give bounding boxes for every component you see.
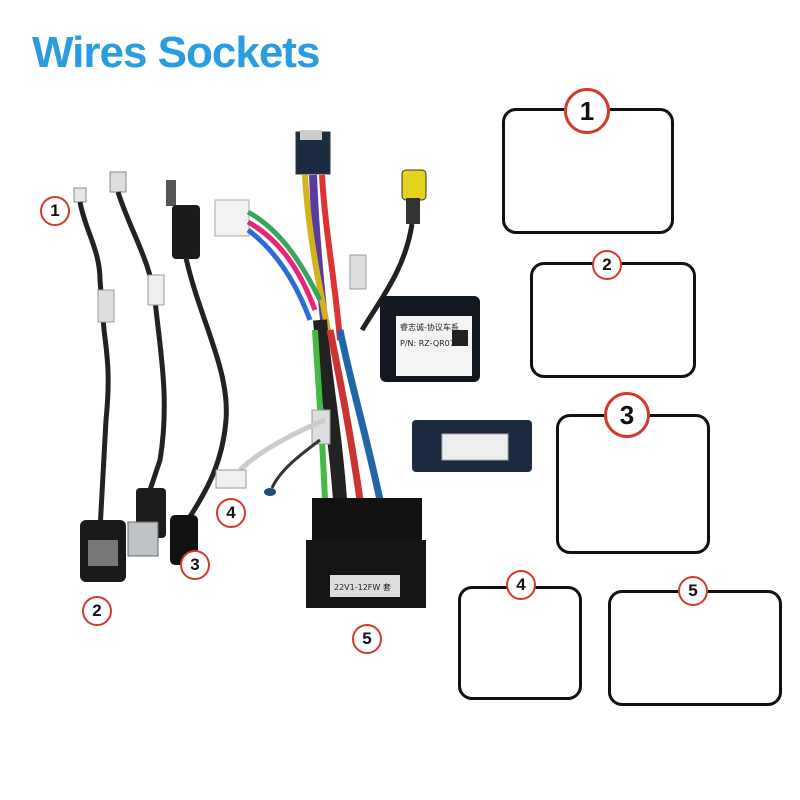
- main-harness: [214, 130, 384, 501]
- label-4: 4: [216, 498, 246, 528]
- box-4-badge: 4: [506, 570, 536, 600]
- box-1-badge: 1: [564, 88, 610, 134]
- page-title: Wires Sockets: [32, 28, 320, 77]
- label-5: 5: [352, 624, 382, 654]
- cable-1: [73, 187, 115, 531]
- detail-box-4: [458, 586, 582, 700]
- detail-box-2: [530, 262, 696, 378]
- rca-yellow-plug: [359, 169, 427, 332]
- module-label-line2: P/N: RZ-QR07: [400, 339, 455, 348]
- decoder-module: 睿志诚-协议车系 P/N: RZ-QR07: [380, 296, 480, 382]
- box-3-badge: 3: [604, 392, 650, 438]
- label-2: 2: [82, 596, 112, 626]
- connector-label: 22V1-12FW 套: [334, 582, 391, 592]
- usb-female-connector: [80, 520, 126, 582]
- label-3: 3: [180, 550, 210, 580]
- main-connector-block: 22V1-12FW 套: [306, 498, 426, 608]
- interface-module: [412, 420, 532, 472]
- cable-usb: [109, 171, 167, 557]
- module-label-line1: 睿志诚-协议车系: [400, 322, 459, 332]
- detail-box-5: [608, 590, 782, 706]
- box-5-badge: 5: [678, 576, 708, 606]
- box-2-badge: 2: [592, 250, 622, 280]
- label-1: 1: [40, 196, 70, 226]
